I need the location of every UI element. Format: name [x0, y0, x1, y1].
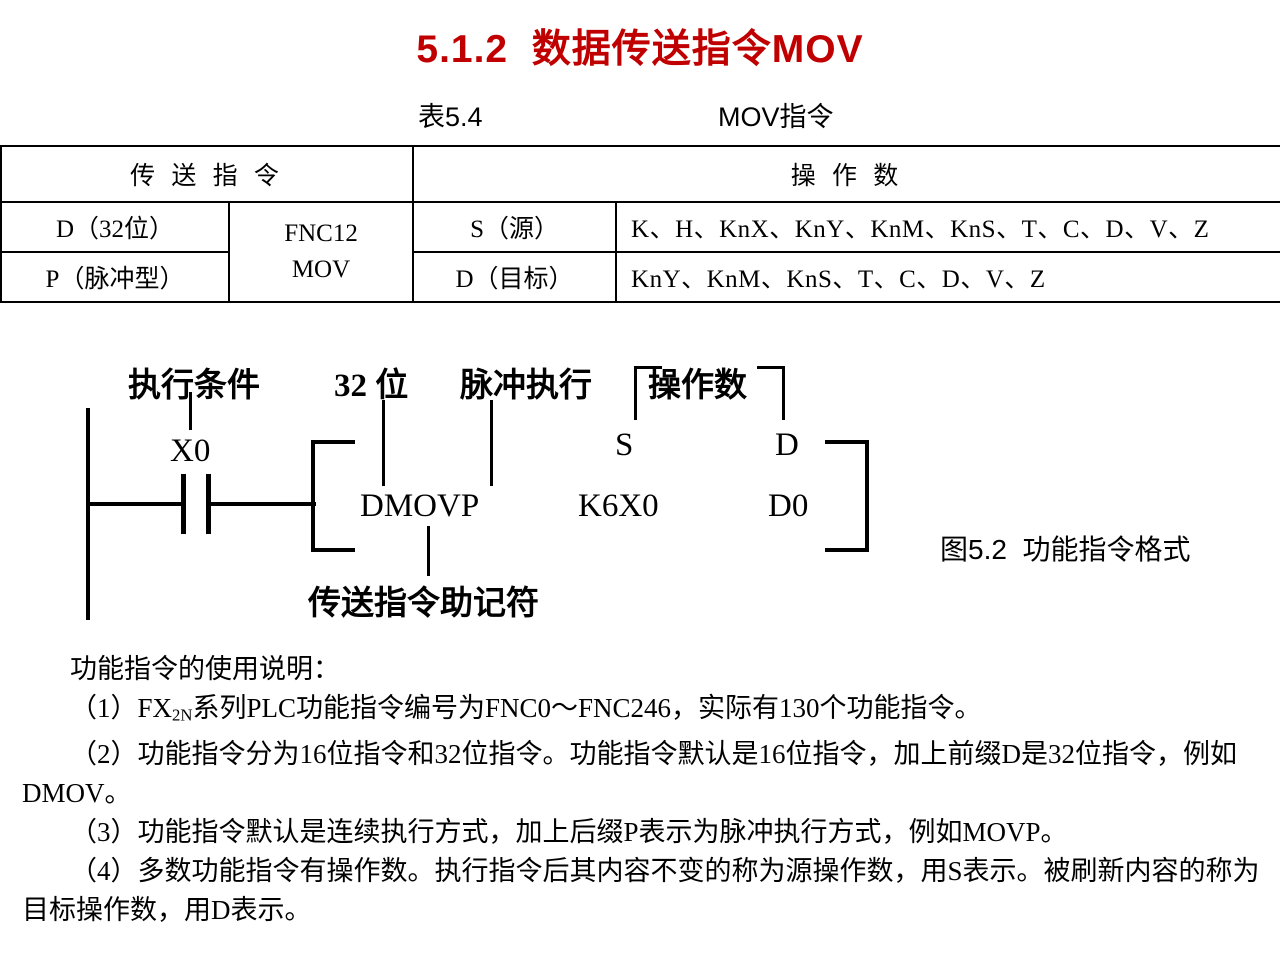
- function-block-bracket-close-stem: [865, 440, 869, 552]
- cell-operand-values-dest: KnY、KnM、KnS、T、C、D、V、Z: [615, 251, 1280, 303]
- instruction-code: FNC12: [284, 219, 358, 247]
- table-caption-text: MOV指令: [718, 102, 834, 132]
- operand-bracket-right-stem: [782, 366, 785, 420]
- notes-heading: 功能指令的使用说明：: [70, 654, 340, 684]
- note-1-subscript: 2N: [172, 705, 193, 725]
- function-block-bracket-close-top: [825, 440, 869, 444]
- table-header-row: 传 送 指 令 操 作 数: [0, 145, 1280, 203]
- header-operands: 操 作 数: [412, 145, 1280, 203]
- note-item-3: （3）功能指令默认是连续执行方式，加上后缀P表示为脉冲执行方式，例如MOVP。: [70, 816, 1068, 847]
- contact-bar-left: [181, 474, 186, 534]
- note-item-4: （4）多数功能指令有操作数。执行指令后其内容不变的称为源操作数，用S表示。被刷新…: [22, 855, 1260, 925]
- table-row: P（脉冲型） D（目标） KnY、KnM、KnS、T、C、D、V、Z: [0, 251, 1280, 303]
- operand-value-source: K6X0: [578, 488, 659, 524]
- operand-bracket-left-stem: [634, 366, 637, 420]
- instruction-mnemonic: MOV: [291, 256, 351, 283]
- power-rail-left: [86, 408, 90, 620]
- cell-modifier-d: D（32位）: [0, 201, 230, 253]
- figure-caption: 图5.2 功能指令格式: [940, 534, 1191, 565]
- label-mnemonic-note: 传送指令助记符: [308, 586, 539, 622]
- table-caption-number: 表5.4: [418, 102, 483, 132]
- leader-line-32-bit: [382, 400, 385, 486]
- header-transfer-instruction: 传 送 指 令: [0, 145, 415, 203]
- operand-bracket-left-top: [634, 366, 662, 369]
- operand-tag-source: S: [615, 427, 634, 463]
- function-block-bracket-close-bottom: [825, 548, 869, 552]
- cell-modifier-p: P（脉冲型）: [0, 251, 230, 303]
- rung-segment-left: [86, 502, 184, 506]
- function-block-bracket-open-bottom: [311, 548, 355, 552]
- leader-line-pulse-exec: [490, 400, 493, 486]
- table-caption: 表5.4 MOV指令: [0, 95, 1280, 135]
- rung-segment-right: [208, 502, 316, 506]
- label-exec-condition: 执行条件: [128, 368, 260, 404]
- contact-bar-right: [206, 474, 211, 534]
- label-32-bit: 32 位: [334, 368, 409, 404]
- operand-bracket-right-top: [757, 366, 785, 369]
- page-title: 5.1.2 数据传送指令MOV: [416, 28, 864, 71]
- leader-line-exec-condition: [189, 392, 192, 430]
- operand-value-dest: D0: [768, 488, 809, 524]
- contact-label-x0: X0: [170, 433, 211, 469]
- cell-operand-label-source: S（源）: [412, 201, 618, 253]
- usage-notes: 功能指令的使用说明： （1）FX2N系列PLC功能指令编号为FNC0～FNC24…: [22, 650, 1262, 930]
- ladder-diagram-figure: 执行条件 32 位 脉冲执行 操作数 S D X0 DMOVP K6X0 D0 …: [0, 330, 1280, 630]
- instruction-text-dmovp: DMOVP: [360, 488, 480, 524]
- cell-operand-label-dest: D（目标）: [412, 251, 618, 303]
- label-pulse-exec: 脉冲执行: [460, 368, 592, 404]
- note-1-prefix: （1）FX: [70, 693, 173, 723]
- cell-operand-values-source: K、H、KnX、KnY、KnM、KnS、T、C、D、V、Z: [615, 201, 1280, 253]
- note-1-rest: 系列PLC功能指令编号为FNC0～FNC246，实际有130个功能指令。: [192, 693, 982, 723]
- label-operands: 操作数: [648, 368, 747, 404]
- note-item-1: （1）FX2N系列PLC功能指令编号为FNC0～FNC246，实际有130个功能…: [22, 689, 1262, 735]
- note-item-2: （2）功能指令分为16位指令和32位指令。功能指令默认是16位指令，加上前缀D是…: [22, 738, 1237, 808]
- leader-line-mnemonic: [427, 526, 430, 576]
- operand-tag-dest: D: [775, 427, 799, 463]
- function-block-bracket-open-stem: [311, 440, 315, 552]
- function-block-bracket-open-top: [311, 440, 355, 444]
